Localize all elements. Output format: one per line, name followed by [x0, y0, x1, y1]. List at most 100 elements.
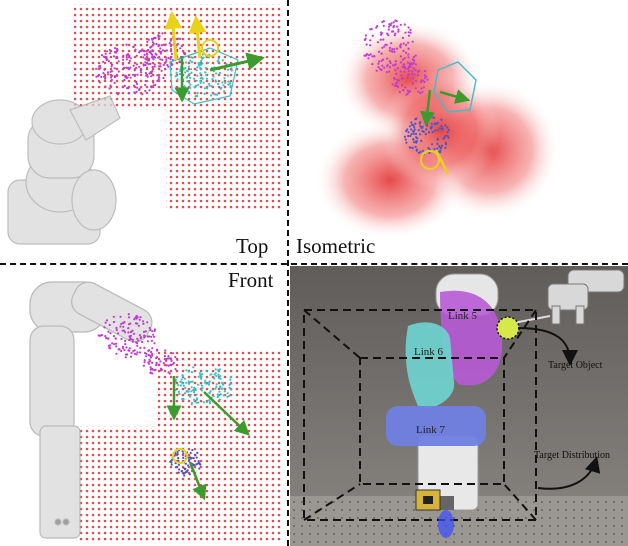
- point: [182, 456, 185, 459]
- point: [413, 128, 416, 131]
- axis-green-arrow: [439, 89, 471, 104]
- point: [407, 47, 410, 50]
- point: [135, 314, 138, 318]
- point: [165, 364, 168, 367]
- point: [193, 77, 196, 80]
- point: [377, 50, 381, 53]
- point: [122, 54, 125, 57]
- point: [404, 138, 407, 141]
- point: [129, 66, 132, 69]
- point: [215, 383, 218, 386]
- point: [228, 82, 232, 85]
- point: [187, 370, 190, 373]
- point: [151, 347, 154, 350]
- point: [209, 402, 212, 405]
- point: [146, 53, 149, 56]
- point: [190, 390, 193, 393]
- point: [130, 330, 133, 333]
- point: [98, 81, 101, 84]
- point: [393, 48, 396, 51]
- view-label-isometric: Isometric: [296, 234, 376, 258]
- point: [371, 55, 374, 58]
- point: [217, 57, 220, 60]
- point: [217, 60, 220, 63]
- point: [217, 373, 220, 376]
- point: [113, 67, 116, 70]
- point: [195, 393, 198, 396]
- point: [371, 63, 374, 66]
- point: [403, 57, 406, 60]
- point: [171, 458, 174, 461]
- point: [198, 462, 201, 465]
- point: [198, 467, 201, 470]
- point: [114, 342, 118, 345]
- point: [404, 86, 407, 89]
- point: [115, 328, 118, 332]
- point: [215, 72, 218, 75]
- point: [396, 85, 399, 88]
- point: [397, 30, 400, 33]
- point: [386, 64, 389, 67]
- point: [376, 41, 379, 44]
- point: [203, 87, 206, 90]
- point: [422, 116, 426, 119]
- point: [132, 332, 136, 335]
- horizontal-divider: [0, 263, 628, 265]
- point: [142, 364, 145, 367]
- point: [444, 124, 447, 127]
- link6-label: Link 6: [414, 346, 444, 358]
- point: [399, 70, 402, 73]
- point: [417, 129, 420, 132]
- point: [141, 340, 144, 344]
- point: [149, 52, 152, 55]
- point: [177, 459, 180, 462]
- point: [400, 84, 404, 87]
- point: [174, 355, 177, 359]
- point: [107, 330, 110, 333]
- point: [440, 125, 443, 128]
- point: [199, 80, 202, 83]
- point: [429, 116, 432, 119]
- point: [149, 46, 152, 49]
- point: [194, 388, 197, 392]
- point: [197, 460, 200, 463]
- point: [177, 384, 180, 387]
- point: [196, 66, 199, 69]
- point: [421, 149, 425, 152]
- link6-point-cloud: [173, 366, 233, 406]
- point: [190, 401, 193, 405]
- point: [151, 367, 154, 370]
- point: [414, 54, 417, 57]
- point: [179, 47, 182, 50]
- point: [160, 368, 163, 372]
- point: [209, 390, 212, 393]
- point: [199, 66, 202, 69]
- point: [106, 71, 109, 74]
- point: [201, 386, 204, 390]
- point: [440, 146, 443, 150]
- point: [223, 77, 226, 80]
- point: [385, 71, 388, 74]
- point: [441, 128, 444, 131]
- point: [109, 70, 112, 73]
- point: [122, 58, 125, 61]
- point: [418, 69, 421, 72]
- point: [389, 61, 392, 65]
- point: [155, 356, 159, 359]
- point: [408, 125, 411, 128]
- point: [218, 71, 221, 74]
- point: [435, 122, 438, 125]
- point: [379, 67, 382, 71]
- point: [419, 125, 422, 128]
- vertical-divider: [287, 0, 289, 546]
- point: [136, 86, 139, 89]
- point: [132, 84, 136, 87]
- point: [195, 463, 198, 466]
- point: [151, 330, 154, 333]
- target-object-arrow: [517, 327, 578, 366]
- point: [413, 73, 416, 76]
- point: [411, 77, 414, 80]
- point: [177, 463, 180, 466]
- point: [150, 85, 153, 88]
- point: [382, 24, 385, 27]
